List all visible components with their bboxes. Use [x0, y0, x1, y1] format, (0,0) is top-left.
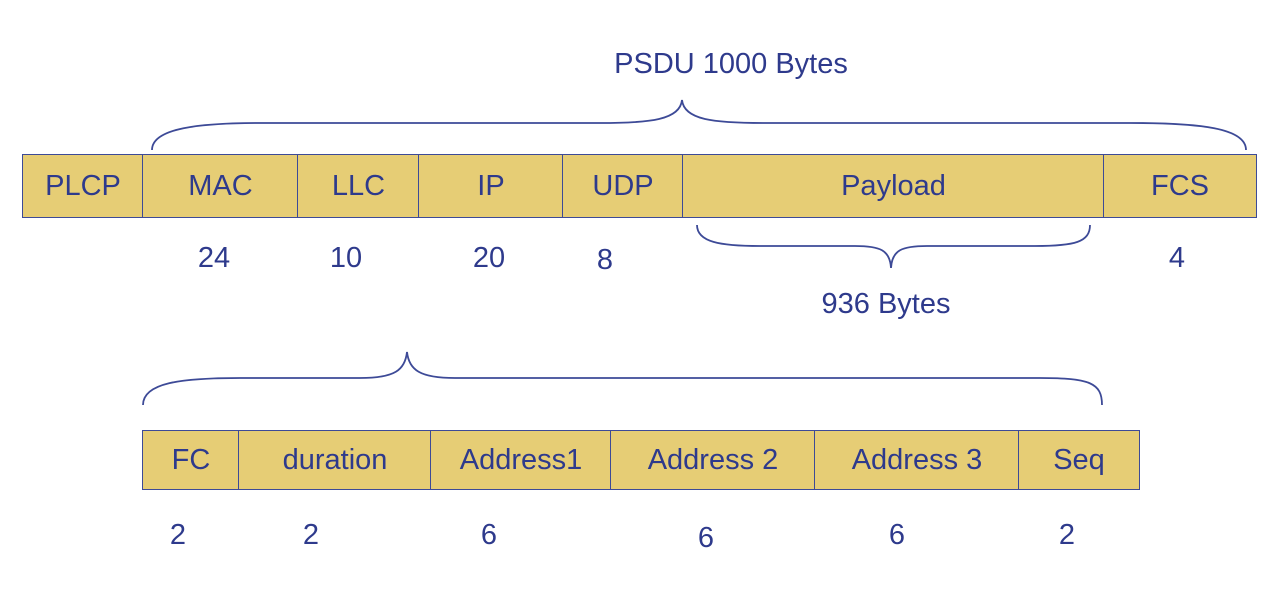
- size-fc: 2: [169, 519, 187, 551]
- mac-field-seq: Seq: [1018, 430, 1140, 490]
- frame-field-llc: LLC: [297, 154, 420, 218]
- frame-field-ip: IP: [418, 154, 564, 218]
- mac-field-address3: Address 3: [814, 430, 1020, 490]
- frame-row: PLCP MAC LLC IP UDP Payload FCS: [22, 154, 1257, 218]
- size-ip: 20: [472, 242, 506, 274]
- size-llc: 10: [329, 242, 363, 274]
- size-fcs: 4: [1168, 242, 1186, 274]
- size-udp: 8: [596, 244, 614, 276]
- mac-field-address1: Address1: [430, 430, 612, 490]
- payload-size-label: 936 Bytes: [821, 288, 951, 320]
- mac-header-brace: [142, 351, 1103, 406]
- size-address1: 6: [480, 519, 498, 551]
- frame-field-plcp: PLCP: [22, 154, 144, 218]
- mac-field-fc: FC: [142, 430, 240, 490]
- size-seq: 2: [1058, 519, 1076, 551]
- mac-header-row: FC duration Address1 Address 2 Address 3…: [142, 430, 1140, 490]
- size-mac: 24: [197, 242, 231, 274]
- frame-field-mac: MAC: [142, 154, 299, 218]
- frame-field-udp: UDP: [562, 154, 684, 218]
- size-address2: 6: [697, 522, 715, 554]
- frame-field-fcs: FCS: [1103, 154, 1257, 218]
- psdu-brace: [151, 99, 1247, 151]
- psdu-label: PSDU 1000 Bytes: [614, 48, 848, 80]
- mac-field-duration: duration: [238, 430, 432, 490]
- size-address3: 6: [888, 519, 906, 551]
- frame-field-payload: Payload: [682, 154, 1105, 218]
- payload-brace: [696, 224, 1091, 269]
- size-duration: 2: [302, 519, 320, 551]
- mac-field-address2: Address 2: [610, 430, 816, 490]
